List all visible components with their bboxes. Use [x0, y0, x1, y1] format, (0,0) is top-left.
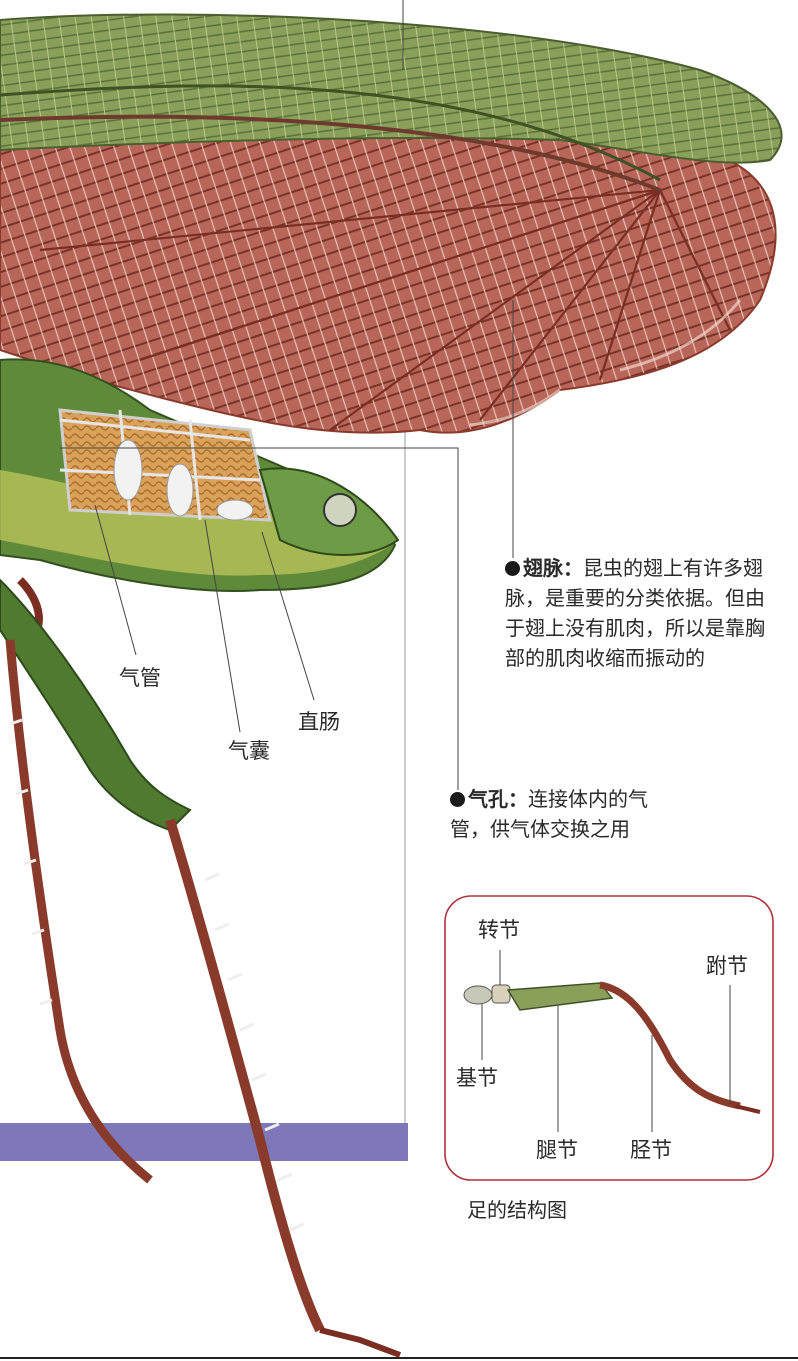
coxa-label: 基节 [456, 1062, 498, 1094]
wing-vein-line-2: 脉，是重要的分类依据。但由 [505, 583, 798, 613]
purple-band [0, 1123, 408, 1161]
hind-wing [0, 124, 776, 433]
rectum-label: 直肠 [298, 706, 340, 738]
wing-vein-line-4: 部的肌肉收缩而振动的 [505, 643, 798, 673]
tibia-label: 胫节 [630, 1134, 672, 1166]
bullet-icon [450, 792, 465, 807]
trochanter-label: 转节 [478, 914, 520, 946]
bullet-icon [505, 561, 520, 576]
hind-leg [0, 580, 400, 1355]
wing-vein-line-3: 于翅上没有肌肉，所以是靠胸 [505, 613, 798, 643]
trachea-label: 气管 [119, 662, 161, 694]
air-sac-label: 气囊 [228, 735, 270, 767]
spiracle-line-2: 管，供气体交换之用 [450, 814, 750, 844]
tarsus-label: 跗节 [706, 950, 748, 982]
wing-vein-term: 翅脉： [523, 556, 583, 580]
leg-inset-caption: 足的结构图 [467, 1194, 567, 1226]
femur-label: 腿节 [536, 1134, 578, 1166]
spiracle-term: 气孔： [468, 787, 528, 811]
spiracle-line-1: 气孔：连接体内的气 [450, 784, 750, 814]
wing-vein-description: 翅脉：昆虫的翅上有许多翅 脉，是重要的分类依据。但由 于翅上没有肌肉，所以是靠胸… [505, 553, 798, 673]
wing-vein-line-1: 翅脉：昆虫的翅上有许多翅 [505, 553, 798, 583]
spiracle-description: 气孔：连接体内的气 管，供气体交换之用 [450, 784, 750, 844]
